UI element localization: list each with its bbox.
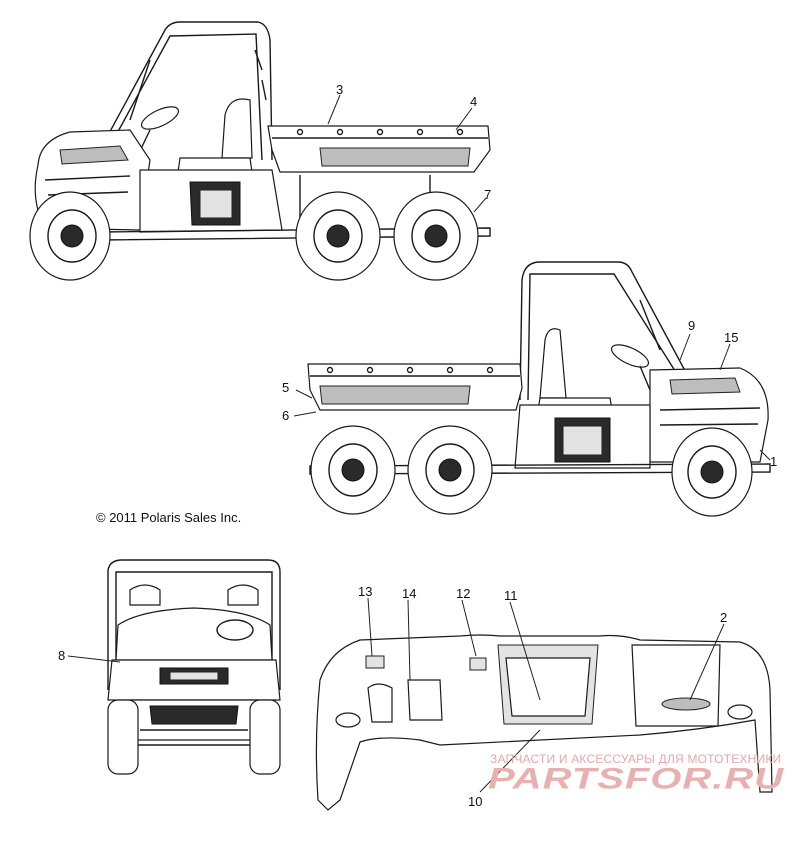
callout-10: 10 [468, 794, 482, 809]
vehicle-front-view [107, 559, 281, 775]
callout-4: 4 [470, 94, 477, 109]
callout-7: 7 [484, 187, 491, 202]
wheel [671, 427, 753, 517]
watermark-logo: PARTSFOR.RU [488, 762, 785, 795]
callout-15: 15 [724, 330, 738, 345]
callout-6: 6 [282, 408, 289, 423]
watermark-tagline: ЗАПЧАСТИ И АКСЕССУАРЫ ДЛЯ МОТОТЕХНИКИ [490, 752, 782, 766]
callout-9: 9 [688, 318, 695, 333]
callout-5: 5 [282, 380, 289, 395]
callout-8: 8 [58, 648, 65, 663]
callout-3: 3 [336, 82, 343, 97]
wheel [295, 191, 381, 281]
callout-14: 14 [402, 586, 416, 601]
wheel [29, 191, 111, 281]
wheel [393, 191, 479, 281]
wheel [407, 425, 493, 515]
vehicle-side-view-right [307, 261, 771, 517]
vehicle-side-view-left [29, 21, 491, 281]
callouts: 3 4 7 5 6 9 15 1 8 13 14 12 11 2 10 [58, 82, 777, 809]
callout-11: 11 [504, 588, 518, 603]
callout-1: 1 [770, 454, 777, 469]
callout-2: 2 [720, 610, 727, 625]
wheel [310, 425, 396, 515]
leader-lines [67, 94, 771, 793]
callout-13: 13 [358, 584, 372, 599]
dash-panel-detail [315, 634, 773, 811]
callout-12: 12 [456, 586, 470, 601]
copyright-text: © 2011 Polaris Sales Inc. [96, 510, 242, 525]
